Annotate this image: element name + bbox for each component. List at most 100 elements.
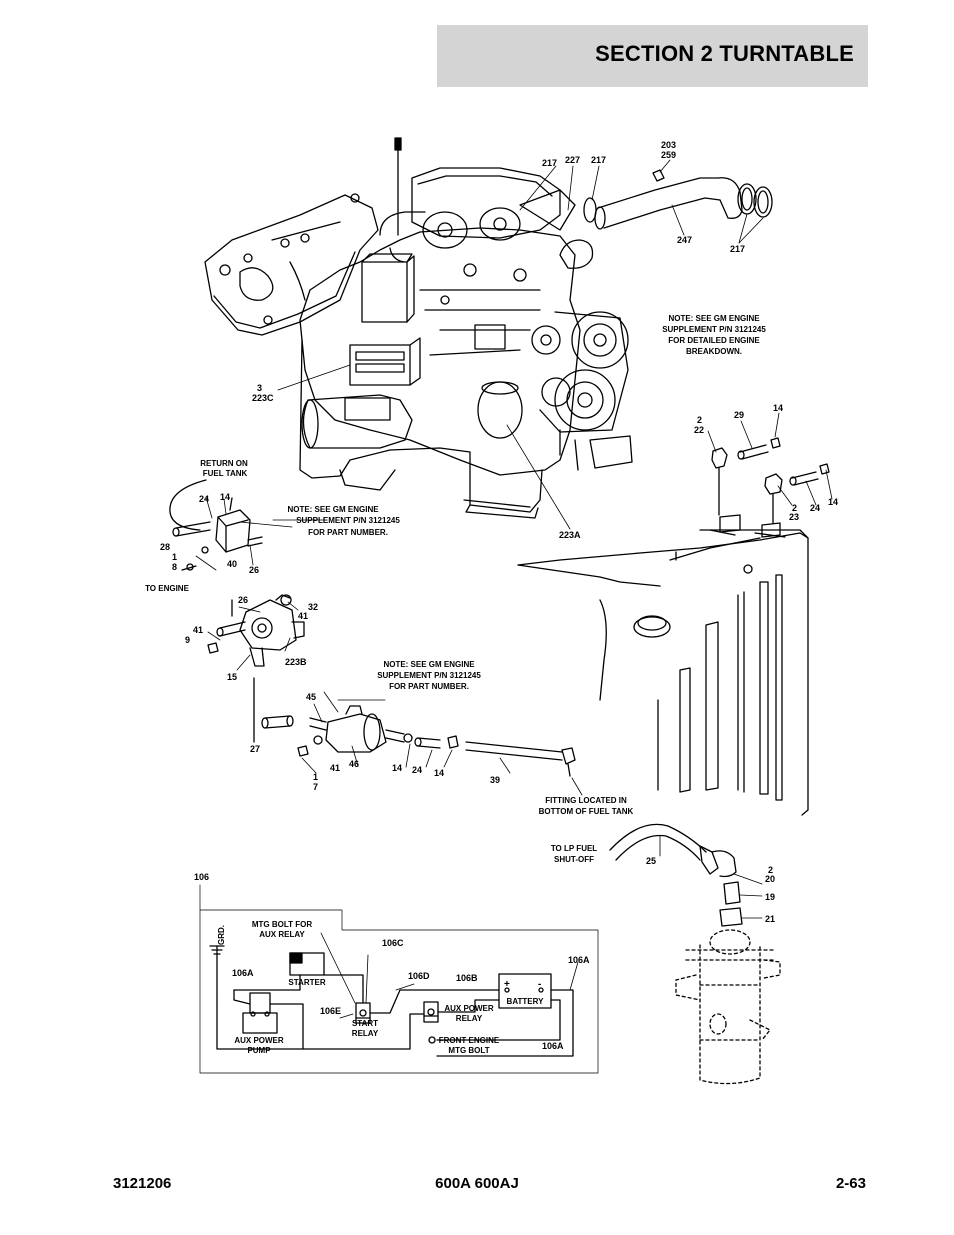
callout-28: 28 bbox=[160, 542, 170, 552]
note-part-number-1-line2: SUPPLEMENT P/N 3121245 bbox=[296, 516, 400, 525]
footer-page-number: 2-63 bbox=[835, 1175, 866, 1192]
section-title: SECTION 2 TURNTABLE bbox=[595, 41, 854, 66]
callout-14-b: 14 bbox=[828, 497, 838, 507]
callout-14-a: 14 bbox=[773, 403, 783, 413]
starter-label: STARTER bbox=[288, 978, 325, 987]
callout-106a-left: 106A bbox=[232, 968, 254, 978]
note-engine-breakdown-line4: BREAKDOWN. bbox=[686, 347, 742, 356]
mtg-bolt-aux-relay-line2: AUX RELAY bbox=[259, 930, 305, 939]
callout-106a-right: 106A bbox=[568, 955, 590, 965]
callout-3: 3 bbox=[257, 383, 262, 393]
callout-227: 227 bbox=[565, 155, 580, 165]
return-on-fuel-tank-line2: FUEL TANK bbox=[203, 469, 248, 478]
footer-models: 600A 600AJ bbox=[435, 1175, 519, 1192]
callout-21: 21 bbox=[765, 914, 775, 924]
section-header: SECTION 2 TURNTABLE bbox=[437, 25, 868, 87]
callout-217-c: 217 bbox=[730, 244, 745, 254]
callout-223b: 223B bbox=[285, 657, 307, 667]
aux-power-pump-line1: AUX POWER bbox=[234, 1036, 284, 1045]
to-lp-fuel-line1: TO LP FUEL bbox=[551, 844, 597, 853]
callout-14-c: 14 bbox=[220, 492, 230, 502]
callout-1-b: 1 bbox=[313, 772, 318, 782]
engine-illustration bbox=[204, 137, 633, 519]
callout-106a-bottom: 106A bbox=[542, 1041, 564, 1051]
callout-24-b: 24 bbox=[199, 494, 209, 504]
callout-203: 203 bbox=[661, 140, 676, 150]
note-engine-breakdown-line3: FOR DETAILED ENGINE bbox=[668, 336, 760, 345]
battery-minus: - bbox=[538, 979, 541, 990]
callout-7: 7 bbox=[313, 782, 318, 792]
callout-106b: 106B bbox=[456, 973, 478, 983]
mtg-bolt-aux-relay-line1: MTG BOLT FOR bbox=[252, 920, 313, 929]
return-on-fuel-tank-line1: RETURN ON bbox=[200, 459, 248, 468]
callout-26-b: 26 bbox=[238, 595, 248, 605]
to-engine-label: TO ENGINE bbox=[145, 584, 190, 593]
callout-25: 25 bbox=[646, 856, 656, 866]
callout-247: 247 bbox=[677, 235, 692, 245]
callout-8: 8 bbox=[172, 562, 177, 572]
fuel-filter-group bbox=[169, 479, 583, 796]
ground-label: GRD. bbox=[217, 925, 226, 945]
front-engine-mtg-bolt-line1: FRONT ENGINE bbox=[439, 1036, 500, 1045]
callout-26-a: 26 bbox=[249, 565, 259, 575]
fuel-tank bbox=[517, 514, 809, 816]
note-part-number-2-line2: SUPPLEMENT P/N 3121245 bbox=[377, 671, 481, 680]
to-lp-fuel-line2: SHUT-OFF bbox=[554, 855, 594, 864]
start-relay-line2: RELAY bbox=[352, 1029, 379, 1038]
fitting-label-line1: FITTING LOCATED IN bbox=[545, 796, 627, 805]
callout-40: 40 bbox=[227, 559, 237, 569]
callout-27: 27 bbox=[250, 744, 260, 754]
callout-106c: 106C bbox=[382, 938, 404, 948]
battery-plus: + bbox=[504, 979, 510, 990]
callout-41-b: 41 bbox=[193, 625, 203, 635]
callout-106d: 106D bbox=[408, 971, 430, 981]
callout-46: 46 bbox=[349, 759, 359, 769]
aux-power-pump-line2: PUMP bbox=[247, 1046, 271, 1055]
tank-fittings bbox=[707, 412, 833, 524]
callout-2-b: 2 bbox=[792, 503, 797, 513]
battery-label: BATTERY bbox=[507, 997, 545, 1006]
callout-259: 259 bbox=[661, 150, 676, 160]
wiring-schematic bbox=[199, 884, 599, 1074]
lp-tank-valve bbox=[675, 929, 781, 1085]
callout-223c: 223C bbox=[252, 393, 274, 403]
callout-41-a: 41 bbox=[298, 611, 308, 621]
footer-doc-number: 3121206 bbox=[113, 1175, 172, 1192]
aux-power-relay-line1: AUX POWER bbox=[444, 1004, 494, 1013]
callout-39: 39 bbox=[490, 775, 500, 785]
callout-1-a: 1 bbox=[172, 552, 177, 562]
note-part-number-2-line1: NOTE: SEE GM ENGINE bbox=[383, 660, 475, 669]
callout-22: 22 bbox=[694, 425, 704, 435]
note-part-number-2-line3: FOR PART NUMBER. bbox=[389, 682, 469, 691]
callout-20: 20 bbox=[765, 874, 775, 884]
callout-14-e: 14 bbox=[434, 768, 444, 778]
callout-19: 19 bbox=[765, 892, 775, 902]
callout-106e: 106E bbox=[320, 1006, 341, 1016]
note-engine-breakdown-line1: NOTE: SEE GM ENGINE bbox=[668, 314, 760, 323]
callout-24-a: 24 bbox=[810, 503, 820, 513]
callout-29: 29 bbox=[734, 410, 744, 420]
callout-23: 23 bbox=[789, 512, 799, 522]
callout-32: 32 bbox=[308, 602, 318, 612]
note-engine-breakdown-line2: SUPPLEMENT P/N 3121245 bbox=[662, 325, 766, 334]
callout-217-a: 217 bbox=[542, 158, 557, 168]
front-engine-mtg-bolt-line2: MTG BOLT bbox=[448, 1046, 489, 1055]
callout-217-b: 217 bbox=[591, 155, 606, 165]
callout-2-a: 2 bbox=[697, 415, 702, 425]
callout-106: 106 bbox=[194, 872, 209, 882]
fitting-label-line2: BOTTOM OF FUEL TANK bbox=[539, 807, 634, 816]
aux-power-relay-line2: RELAY bbox=[456, 1014, 483, 1023]
note-part-number-1-line3: FOR PART NUMBER. bbox=[308, 528, 388, 537]
callout-223a: 223A bbox=[559, 530, 581, 540]
callout-45: 45 bbox=[306, 692, 316, 702]
start-relay-line1: START bbox=[352, 1019, 378, 1028]
callout-15: 15 bbox=[227, 672, 237, 682]
note-part-number-1-line1: NOTE: SEE GM ENGINE bbox=[287, 505, 379, 514]
callout-2-c: 2 bbox=[768, 865, 773, 875]
lp-fuel-line bbox=[609, 823, 763, 927]
callout-41-c: 41 bbox=[330, 763, 340, 773]
callout-9: 9 bbox=[185, 635, 190, 645]
callout-24-c: 24 bbox=[412, 765, 422, 775]
callout-14-d: 14 bbox=[392, 763, 402, 773]
